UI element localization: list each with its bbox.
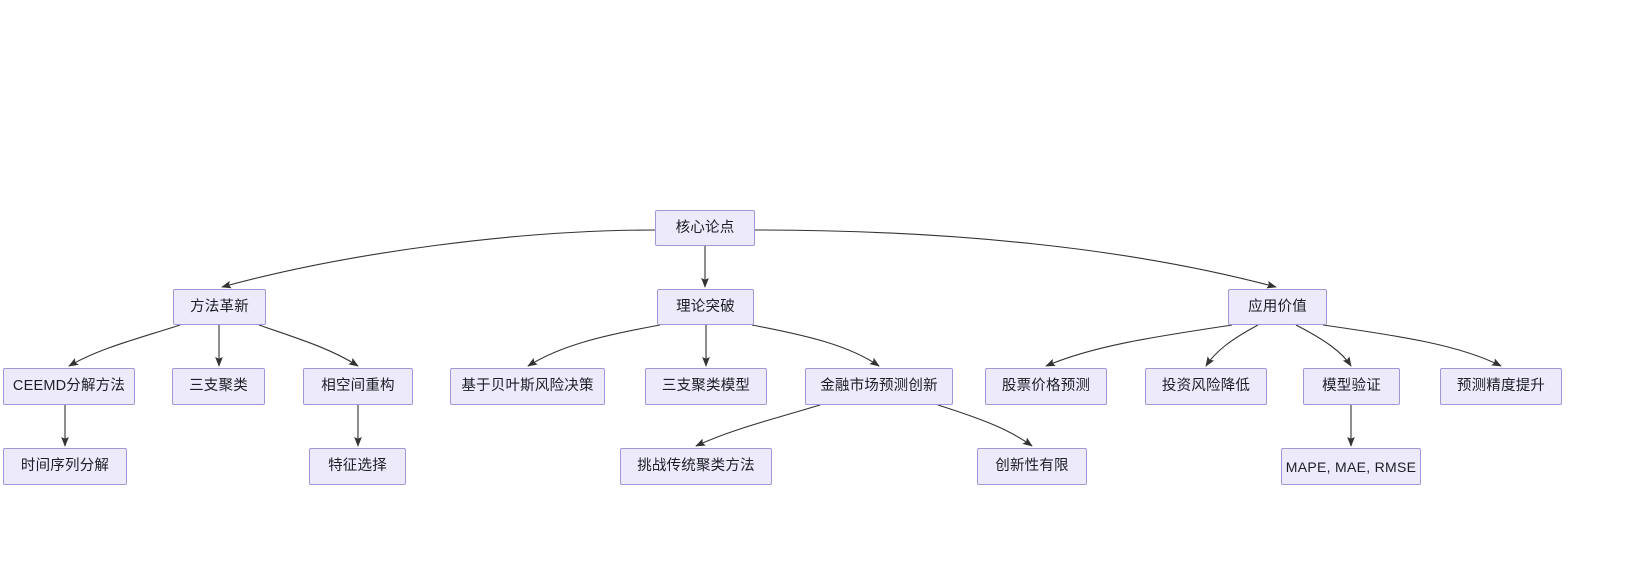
flow-node-l2a[interactable]: 方法革新 — [173, 289, 266, 325]
flow-edge-l2c-to-l3c2 — [1205, 324, 1259, 367]
flow-node-label: 创新性有限 — [995, 458, 1069, 475]
flow-node-label: 相空间重构 — [321, 378, 395, 395]
flow-node-label: 理论突破 — [676, 298, 735, 315]
flow-node-l4a3[interactable]: 特征选择 — [309, 448, 406, 485]
flow-node-l3c4[interactable]: 预测精度提升 — [1440, 368, 1562, 405]
flow-node-l3b3[interactable]: 金融市场预测创新 — [805, 368, 953, 405]
flow-node-label: 模型验证 — [1322, 378, 1381, 395]
flow-edge-root-to-l2a — [221, 229, 656, 289]
flow-node-l4a1[interactable]: 时间序列分解 — [3, 448, 127, 485]
flow-edge-l3b3-to-l4b2 — [937, 404, 1033, 447]
flow-node-label: 金融市场预测创新 — [820, 378, 938, 395]
flow-node-l3c2[interactable]: 投资风险降低 — [1145, 368, 1267, 405]
flow-node-l3b1[interactable]: 基于贝叶斯风险决策 — [450, 368, 605, 405]
flow-edge-l2c-to-l3c1 — [1045, 324, 1233, 367]
edges-group — [61, 229, 1502, 447]
flow-node-l3c3[interactable]: 模型验证 — [1303, 368, 1400, 405]
flow-edge-l2c-to-l3c3 — [1295, 324, 1352, 367]
flow-node-l3a2[interactable]: 三支聚类 — [172, 368, 265, 405]
flow-edge-l3b3-to-l4b1 — [695, 404, 821, 447]
flow-node-l3a1[interactable]: CEEMD分解方法 — [3, 368, 135, 405]
flow-node-l3c1[interactable]: 股票价格预测 — [985, 368, 1107, 405]
flow-node-l3a3[interactable]: 相空间重构 — [303, 368, 413, 405]
flow-edge-l2b-to-l3b3 — [751, 324, 880, 367]
flow-node-label: 挑战传统聚类方法 — [637, 458, 755, 475]
flow-node-label: 时间序列分解 — [20, 458, 110, 475]
flow-node-label: 三支聚类模型 — [661, 378, 751, 395]
flow-node-l2c[interactable]: 应用价值 — [1228, 289, 1327, 325]
flow-node-l3b2[interactable]: 三支聚类模型 — [645, 368, 767, 405]
flow-node-l2b[interactable]: 理论突破 — [657, 289, 754, 325]
flow-node-label: 核心论点 — [675, 219, 735, 236]
flow-edge-l2a-to-l3a1 — [68, 324, 181, 367]
flow-node-label: 方法革新 — [190, 298, 249, 315]
flow-node-label: 三支聚类 — [189, 378, 248, 395]
flow-node-label: 特征选择 — [328, 458, 387, 475]
flow-edge-root-to-l2c — [754, 229, 1277, 289]
flow-node-root[interactable]: 核心论点 — [655, 210, 755, 246]
flow-node-l4c1[interactable]: MAPE, MAE, RMSE — [1281, 448, 1421, 485]
flow-node-label: 应用价值 — [1248, 298, 1307, 315]
flow-node-label: CEEMD分解方法 — [12, 378, 126, 395]
flow-edge-l2b-to-l3b1 — [527, 324, 661, 367]
flow-node-label: 投资风险降低 — [1161, 378, 1251, 395]
flow-node-l4b2[interactable]: 创新性有限 — [977, 448, 1087, 485]
flow-node-l4b1[interactable]: 挑战传统聚类方法 — [620, 448, 772, 485]
flow-node-label: 预测精度提升 — [1456, 378, 1546, 395]
flow-edge-l2a-to-l3a3 — [258, 324, 359, 367]
flow-node-label: MAPE, MAE, RMSE — [1285, 458, 1417, 475]
flow-node-label: 股票价格预测 — [1001, 378, 1091, 395]
flow-node-label: 基于贝叶斯风险决策 — [461, 378, 594, 395]
flow-edge-l2c-to-l3c4 — [1322, 324, 1502, 367]
